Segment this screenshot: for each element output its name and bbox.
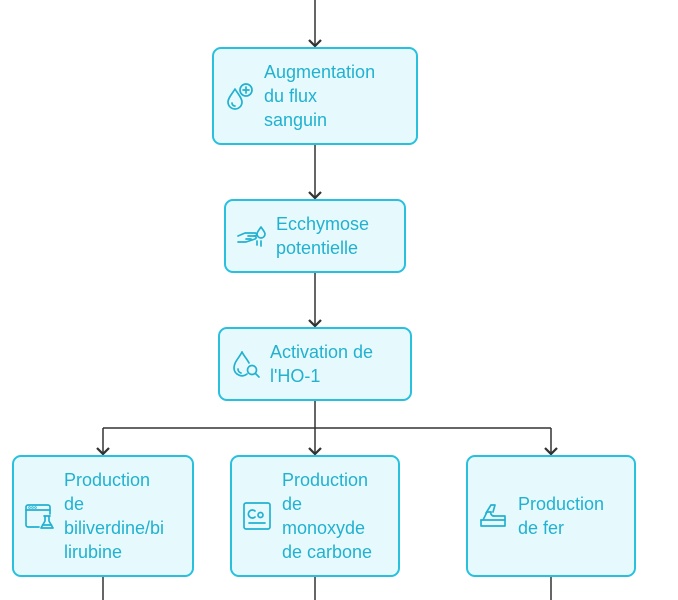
node-bruise: Ecchymose potentielle [224, 199, 406, 273]
iron-ingot-icon [476, 499, 510, 533]
lab-window-icon [22, 499, 56, 533]
node-blood-flow: Augmentation du flux sanguin [212, 47, 418, 145]
node-label: Production de monoxyde de carbone [282, 470, 373, 562]
node-label: Production de biliverdine/bi lirubine [64, 470, 165, 562]
node-label: Augmentation du flux sanguin [264, 62, 376, 130]
node-biliverdin: Production de biliverdine/bi lirubine [12, 455, 194, 577]
drop-magnifier-icon [228, 347, 262, 381]
node-ho1: Activation de l'HO-1 [218, 327, 412, 401]
node-label: Activation de l'HO-1 [270, 342, 374, 386]
node-iron: Production de fer [466, 455, 636, 577]
hand-drop-icon [234, 219, 268, 253]
node-carbon-monoxide: Production de monoxyde de carbone [230, 455, 400, 577]
co-element-icon [240, 499, 274, 533]
node-label: Ecchymose potentielle [276, 214, 370, 258]
blood-drop-plus-icon [222, 79, 256, 113]
node-label: Production de fer [518, 494, 605, 538]
